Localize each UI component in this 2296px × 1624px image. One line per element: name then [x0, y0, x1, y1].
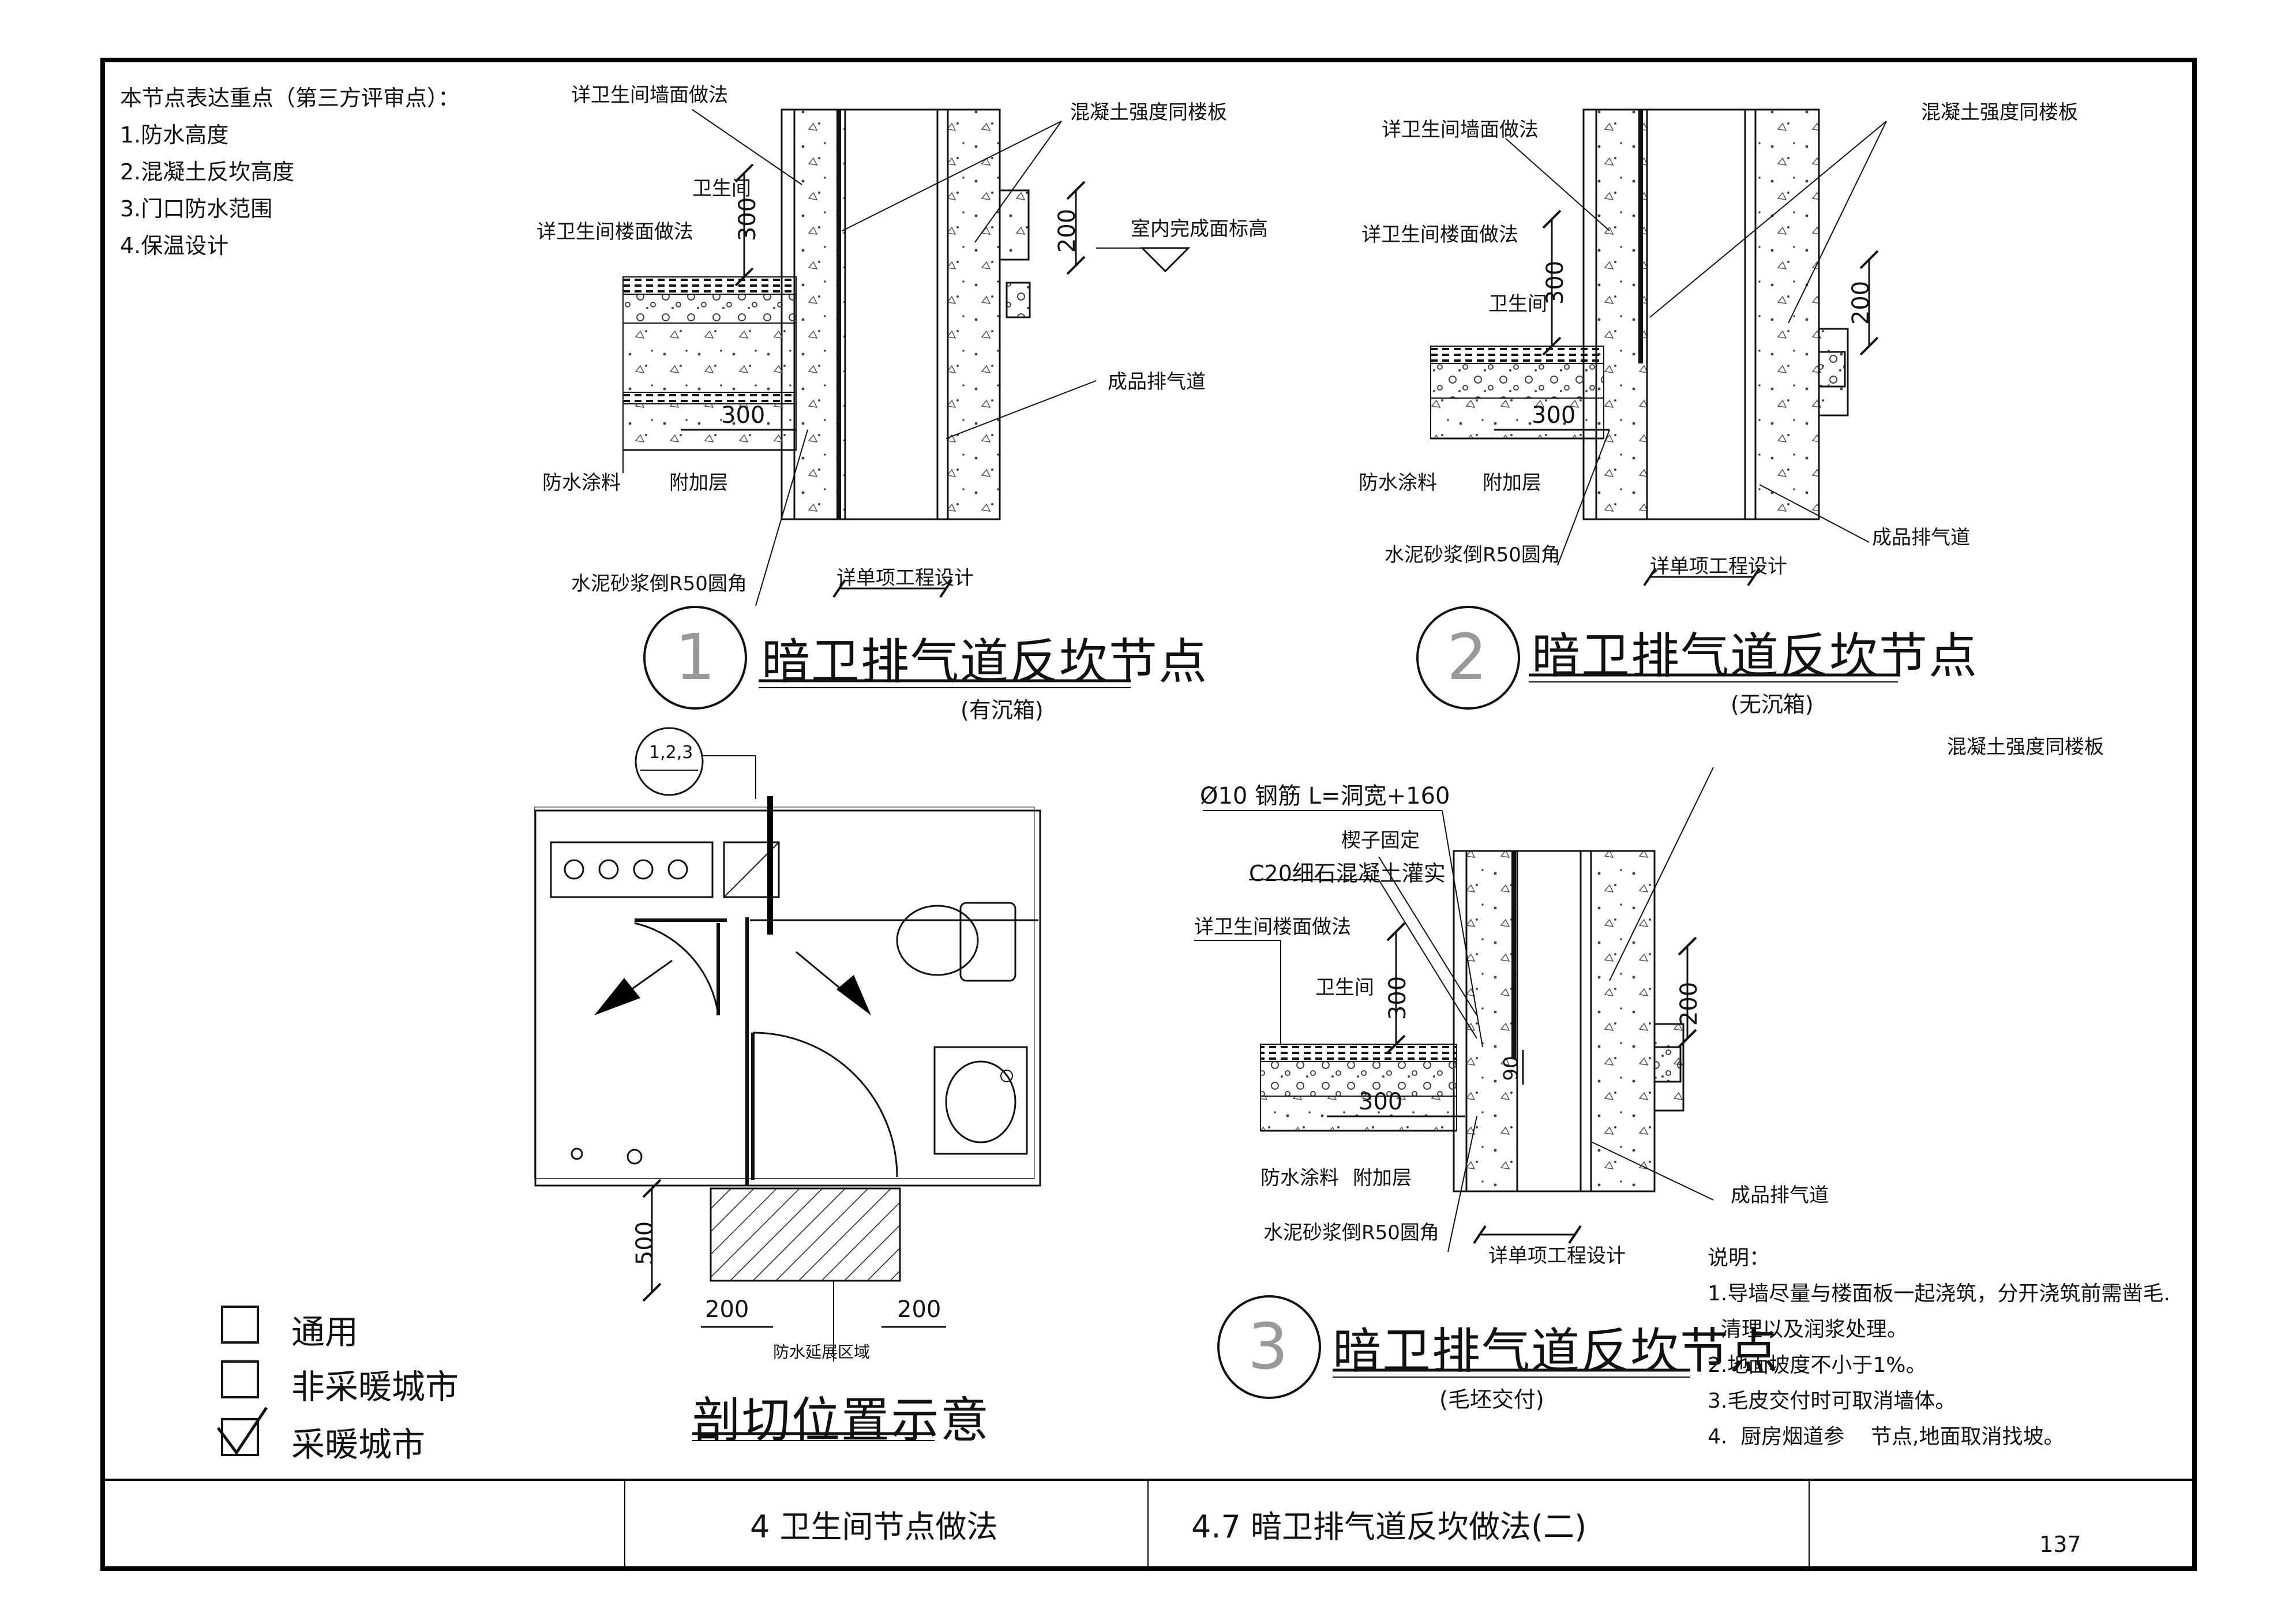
- node-1-circle: [643, 606, 747, 710]
- plan-section-tag: 1,2,3: [649, 742, 693, 763]
- n2-waterproof-label: 防水涂料: [1359, 471, 1437, 494]
- notes-heading: 说明：: [1708, 1246, 1770, 1270]
- focus-item: 3.门口防水范围: [120, 196, 273, 222]
- waterproof-extension-area: [710, 1187, 901, 1282]
- node-3-detail: [1194, 767, 1714, 1399]
- n2-mortar-label: 水泥砂浆倒R50圆角: [1385, 543, 1560, 567]
- n3-wedge-label: 楔子固定: [1341, 829, 1420, 852]
- n1-concrete-label: 混凝土强度同楼板: [1070, 101, 1227, 124]
- plan-title: 剖切位置示意: [692, 1392, 991, 1449]
- n3-floor-finish-label: 详卫生间楼面做法: [1194, 916, 1351, 939]
- note-item: 1.导墙尽量与楼面板一起浇筑，分开浇筑前需凿毛.: [1708, 1282, 2170, 1306]
- n3-project-label: 详单项工程设计: [1488, 1244, 1626, 1267]
- n3-concrete-label: 混凝土强度同楼板: [1947, 736, 2104, 759]
- legend-general-label: 通用: [291, 1312, 359, 1352]
- node-3-circle: [1217, 1295, 1321, 1399]
- legend-checkboxes: [216, 1306, 268, 1456]
- n1-floor-finish-label: 详卫生间楼面做法: [537, 220, 693, 243]
- plan-dim-side-right: 200: [897, 1296, 941, 1323]
- n1-room-label: 卫生间: [692, 177, 751, 200]
- notes: 说明： 1.导墙尽量与楼面板一起浇筑，分开浇筑前需凿毛. 清理以及润浆处理。 2…: [1708, 1240, 2170, 1455]
- node-2-circle: [1416, 606, 1520, 710]
- focus-heading: 本节点表达重点（第三方评审点）：: [120, 85, 460, 111]
- note-item: 3.毛皮交付时可取消墙体。: [1708, 1389, 1956, 1413]
- n1-duct-label: 成品排气道: [1108, 370, 1206, 393]
- chapter-title: 4 卫生间节点做法: [750, 1509, 998, 1545]
- section-tag-circle: [635, 727, 704, 796]
- cut-position-plan: [534, 727, 1041, 1441]
- n2-wall-finish-label: 详卫生间墙面做法: [1382, 118, 1539, 141]
- n1-wall-finish-label: 详卫生间墙面做法: [571, 84, 728, 107]
- n2-extra-layer-label: 附加层: [1483, 471, 1541, 494]
- n2-dim-curb-height: 200: [1848, 280, 1875, 325]
- focus-item: 4.保温设计: [120, 233, 229, 258]
- n2-concrete-label: 混凝土强度同楼板: [1921, 101, 2078, 124]
- n1-dim-wp-height: 300: [734, 197, 761, 242]
- check-mark-icon: [216, 1407, 268, 1456]
- n1-dim-curb-height: 200: [1054, 208, 1081, 253]
- plan-dim-side-left: 200: [705, 1296, 749, 1323]
- n2-floor-finish-label: 详卫生间楼面做法: [1361, 223, 1518, 246]
- node-1-subtitle: (有沉箱): [961, 697, 1044, 723]
- focus-item: 2.混凝土反坎高度: [120, 159, 295, 185]
- node-3-subtitle: (毛坯交付): [1439, 1387, 1544, 1412]
- page-number: 137: [2039, 1532, 2081, 1557]
- n3-dim-extra-width: 300: [1359, 1089, 1403, 1115]
- focus-item: 1.防水高度: [120, 122, 229, 148]
- checkbox-non-heating: [221, 1360, 259, 1398]
- n1-waterproof-label: 防水涂料: [542, 471, 621, 494]
- n2-dim-wp-height: 300: [1542, 260, 1569, 305]
- node-3-title: 暗卫排气道反坎节点: [1333, 1323, 1780, 1379]
- n3-rebar-label: Ø10 钢筋 L=洞宽+160: [1200, 783, 1450, 809]
- node-1-detail: [622, 108, 1191, 710]
- node-3-number: 3: [1248, 1310, 1288, 1383]
- legend-heating-label: 采暖城市: [291, 1425, 426, 1464]
- n1-project-label: 详单项工程设计: [836, 567, 974, 590]
- n1-mortar-label: 水泥砂浆倒R50圆角: [571, 572, 747, 595]
- n1-extra-layer-label: 附加层: [669, 471, 728, 494]
- n2-room-label: 卫生间: [1488, 292, 1547, 316]
- checkbox-heating: [221, 1418, 259, 1456]
- n3-mortar-label: 水泥砂浆倒R50圆角: [1263, 1221, 1439, 1244]
- n3-waterproof-label: 防水涂料: [1260, 1167, 1339, 1190]
- n3-room-label: 卫生间: [1315, 976, 1374, 999]
- note-item: 2.地面坡度不小于1%。: [1708, 1353, 1927, 1377]
- node-2-number: 2: [1447, 620, 1487, 694]
- plan-area-label: 防水延展区域: [773, 1342, 871, 1362]
- legend-non-heating-label: 非采暖城市: [291, 1367, 459, 1407]
- n3-dim-curb-height: 200: [1676, 981, 1703, 1026]
- node-1-number: 1: [675, 620, 715, 694]
- checkbox-general: [221, 1306, 259, 1344]
- note-item: 清理以及润浆处理。: [1708, 1318, 1908, 1341]
- note-item: 4. 厨房烟道参 节点,地面取消找坡。: [1708, 1425, 2065, 1449]
- n2-dim-extra-width: 300: [1532, 402, 1576, 429]
- n1-floor-level-label: 室内完成面标高: [1131, 217, 1268, 241]
- n2-project-label: 详单项工程设计: [1650, 555, 1787, 578]
- n3-c20-label: C20细石混凝土灌实: [1249, 861, 1446, 886]
- n2-duct-label: 成品排气道: [1872, 526, 1970, 549]
- n3-duct-label: 成品排气道: [1731, 1184, 1829, 1207]
- n3-dim-wp-height: 300: [1385, 976, 1412, 1021]
- n3-dim-gap: 90: [1499, 1056, 1523, 1081]
- focus-points: 本节点表达重点（第三方评审点）： 1.防水高度 2.混凝土反坎高度 3.门口防水…: [120, 80, 460, 264]
- node-1-title: 暗卫排气道反坎节点: [761, 633, 1209, 690]
- node-2-detail: [1416, 108, 1898, 710]
- node-2-subtitle: (无沉箱): [1731, 692, 1814, 717]
- node-2-title: 暗卫排气道反坎节点: [1532, 628, 1979, 684]
- n3-extra-layer-label: 附加层: [1353, 1167, 1412, 1190]
- n1-dim-extra-width: 300: [721, 402, 766, 429]
- plan-dim-door-ext: 500: [632, 1221, 659, 1266]
- section-title: 4.7 暗卫排气道反坎做法(二): [1191, 1509, 1587, 1545]
